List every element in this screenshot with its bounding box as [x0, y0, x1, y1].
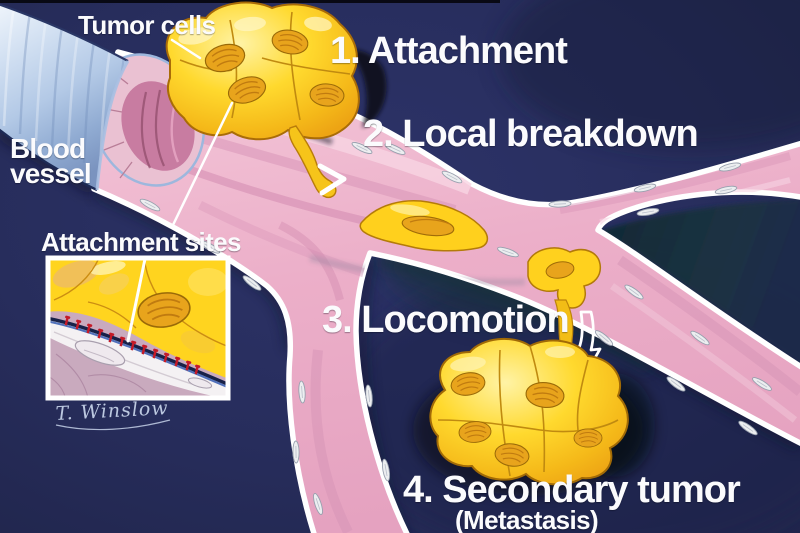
migrating-tumor-cell: [359, 200, 489, 252]
blood-vessel-label-line1: Blood: [10, 133, 86, 164]
step-4-secondary-tumor-label: 4. Secondary tumor: [403, 469, 741, 511]
inset-box: [45, 255, 231, 401]
step-2-local-breakdown-label: 2. Local breakdown: [363, 113, 699, 155]
pointer-line-attachment-upper: [171, 101, 234, 227]
metastasis-sublabel: (Metastasis): [455, 505, 599, 533]
blood-vessel-label-line2: vessel: [10, 158, 92, 189]
step-3-locomotion-label: 3. Locomotion: [322, 299, 570, 341]
secondary-tumor-cluster: [413, 337, 655, 496]
invading-cell-drip: [288, 125, 337, 199]
tumor-cells-label: Tumor cells: [78, 10, 216, 40]
tumor-cell-cluster: [165, 1, 360, 199]
pointer-line-attachment-lower: [126, 257, 147, 343]
blood-vessel-label: Blood vessel: [10, 133, 92, 189]
extravasating-cell: [527, 247, 602, 369]
pointer-lines: [170, 38, 234, 227]
attachment-sites-label: Attachment sites: [41, 227, 242, 257]
step-1-attachment-label: 1. Attachment: [330, 30, 568, 72]
vessel-outer-tube: [0, 2, 130, 192]
pointer-line-tumor-cells: [170, 38, 202, 60]
flow-arrow-icon: [317, 163, 347, 196]
